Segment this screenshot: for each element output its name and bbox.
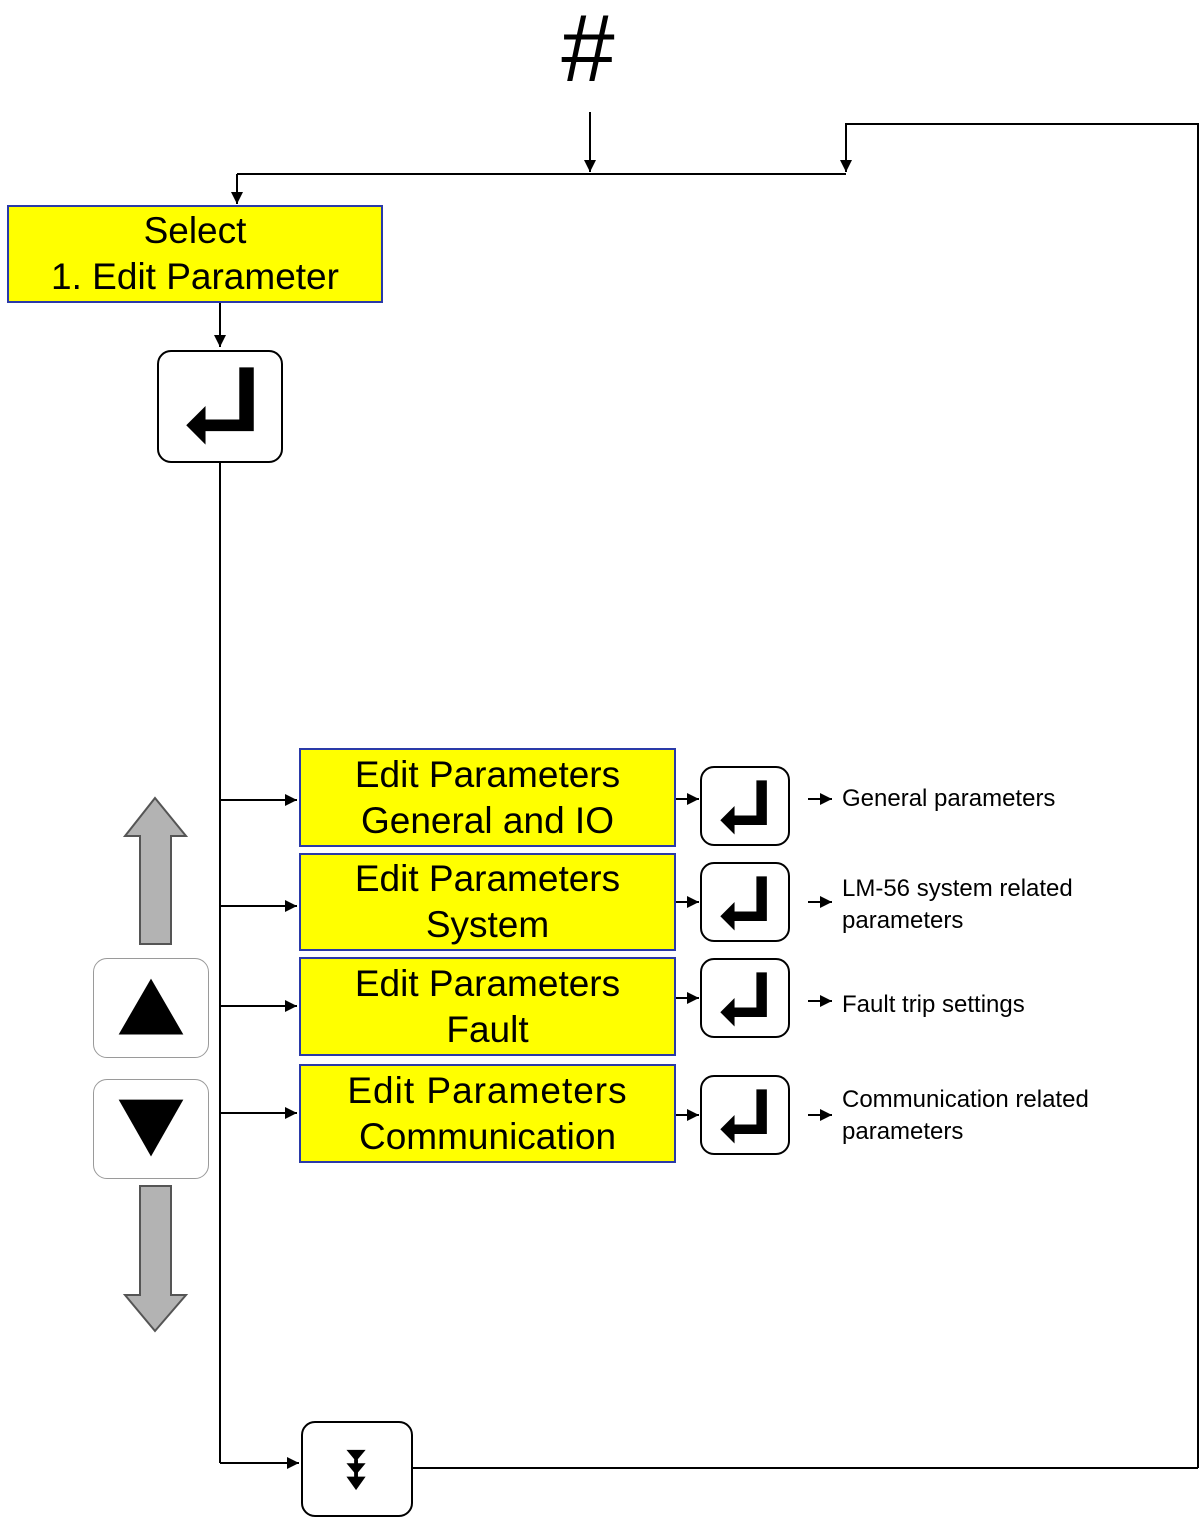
description-communication: Communication related parameters xyxy=(842,1084,1089,1148)
start-symbol: # xyxy=(561,0,615,102)
scroll-up-arrow-icon xyxy=(122,796,189,945)
enter-key-icon xyxy=(186,367,254,445)
menu-item-general-and-io: Edit Parameters General and IO xyxy=(299,748,676,847)
description-line1: General parameters xyxy=(842,785,1056,812)
description-line2: parameters xyxy=(842,907,964,934)
menu-item-line2: General and IO xyxy=(361,799,614,841)
enter-key-communication[interactable] xyxy=(700,1075,790,1155)
menu-item-line2: Fault xyxy=(446,1008,529,1050)
description-line1: Fault trip settings xyxy=(842,991,1025,1018)
menu-item-line1: Edit Parameters xyxy=(354,858,621,899)
menu-item-line1: Edit Parameters xyxy=(347,1069,628,1111)
description-general: General parameters xyxy=(842,783,1055,815)
description-system: LM-56 system related parameters xyxy=(842,873,1073,937)
up-key-icon xyxy=(118,978,184,1035)
select-line1: Select xyxy=(143,210,247,251)
enter-key-icon xyxy=(720,1089,767,1144)
description-line1: LM-56 system related xyxy=(842,875,1073,902)
menu-item-fault: Edit Parameters Fault xyxy=(299,957,676,1056)
enter-key[interactable] xyxy=(157,350,283,463)
page-down-key-icon xyxy=(346,1449,366,1491)
select-edit-parameter-box: Select 1. Edit Parameter xyxy=(7,205,383,303)
page-down-key[interactable] xyxy=(301,1421,413,1517)
select-line2: 1. Edit Parameter xyxy=(51,256,339,297)
down-key-icon xyxy=(118,1099,184,1157)
description-fault: Fault trip settings xyxy=(842,989,1025,1021)
enter-key-icon xyxy=(720,876,767,931)
description-line1: Communication related xyxy=(842,1086,1089,1113)
up-key[interactable] xyxy=(93,958,209,1058)
menu-item-system: Edit Parameters System xyxy=(299,853,676,951)
menu-item-line1: Edit Parameters xyxy=(354,962,621,1004)
enter-key-icon xyxy=(720,780,767,835)
enter-key-system[interactable] xyxy=(700,862,790,942)
enter-key-icon xyxy=(720,972,767,1027)
menu-item-line2: Communication xyxy=(358,1115,617,1157)
menu-item-line1: Edit Parameters xyxy=(354,753,621,795)
menu-item-line2: System xyxy=(425,904,550,945)
enter-key-fault[interactable] xyxy=(700,958,790,1038)
down-key[interactable] xyxy=(93,1079,209,1179)
description-line2: parameters xyxy=(842,1118,964,1145)
menu-item-communication: Edit Parameters Communication xyxy=(299,1064,676,1163)
scroll-down-arrow-icon xyxy=(122,1185,189,1333)
enter-key-general[interactable] xyxy=(700,766,790,846)
